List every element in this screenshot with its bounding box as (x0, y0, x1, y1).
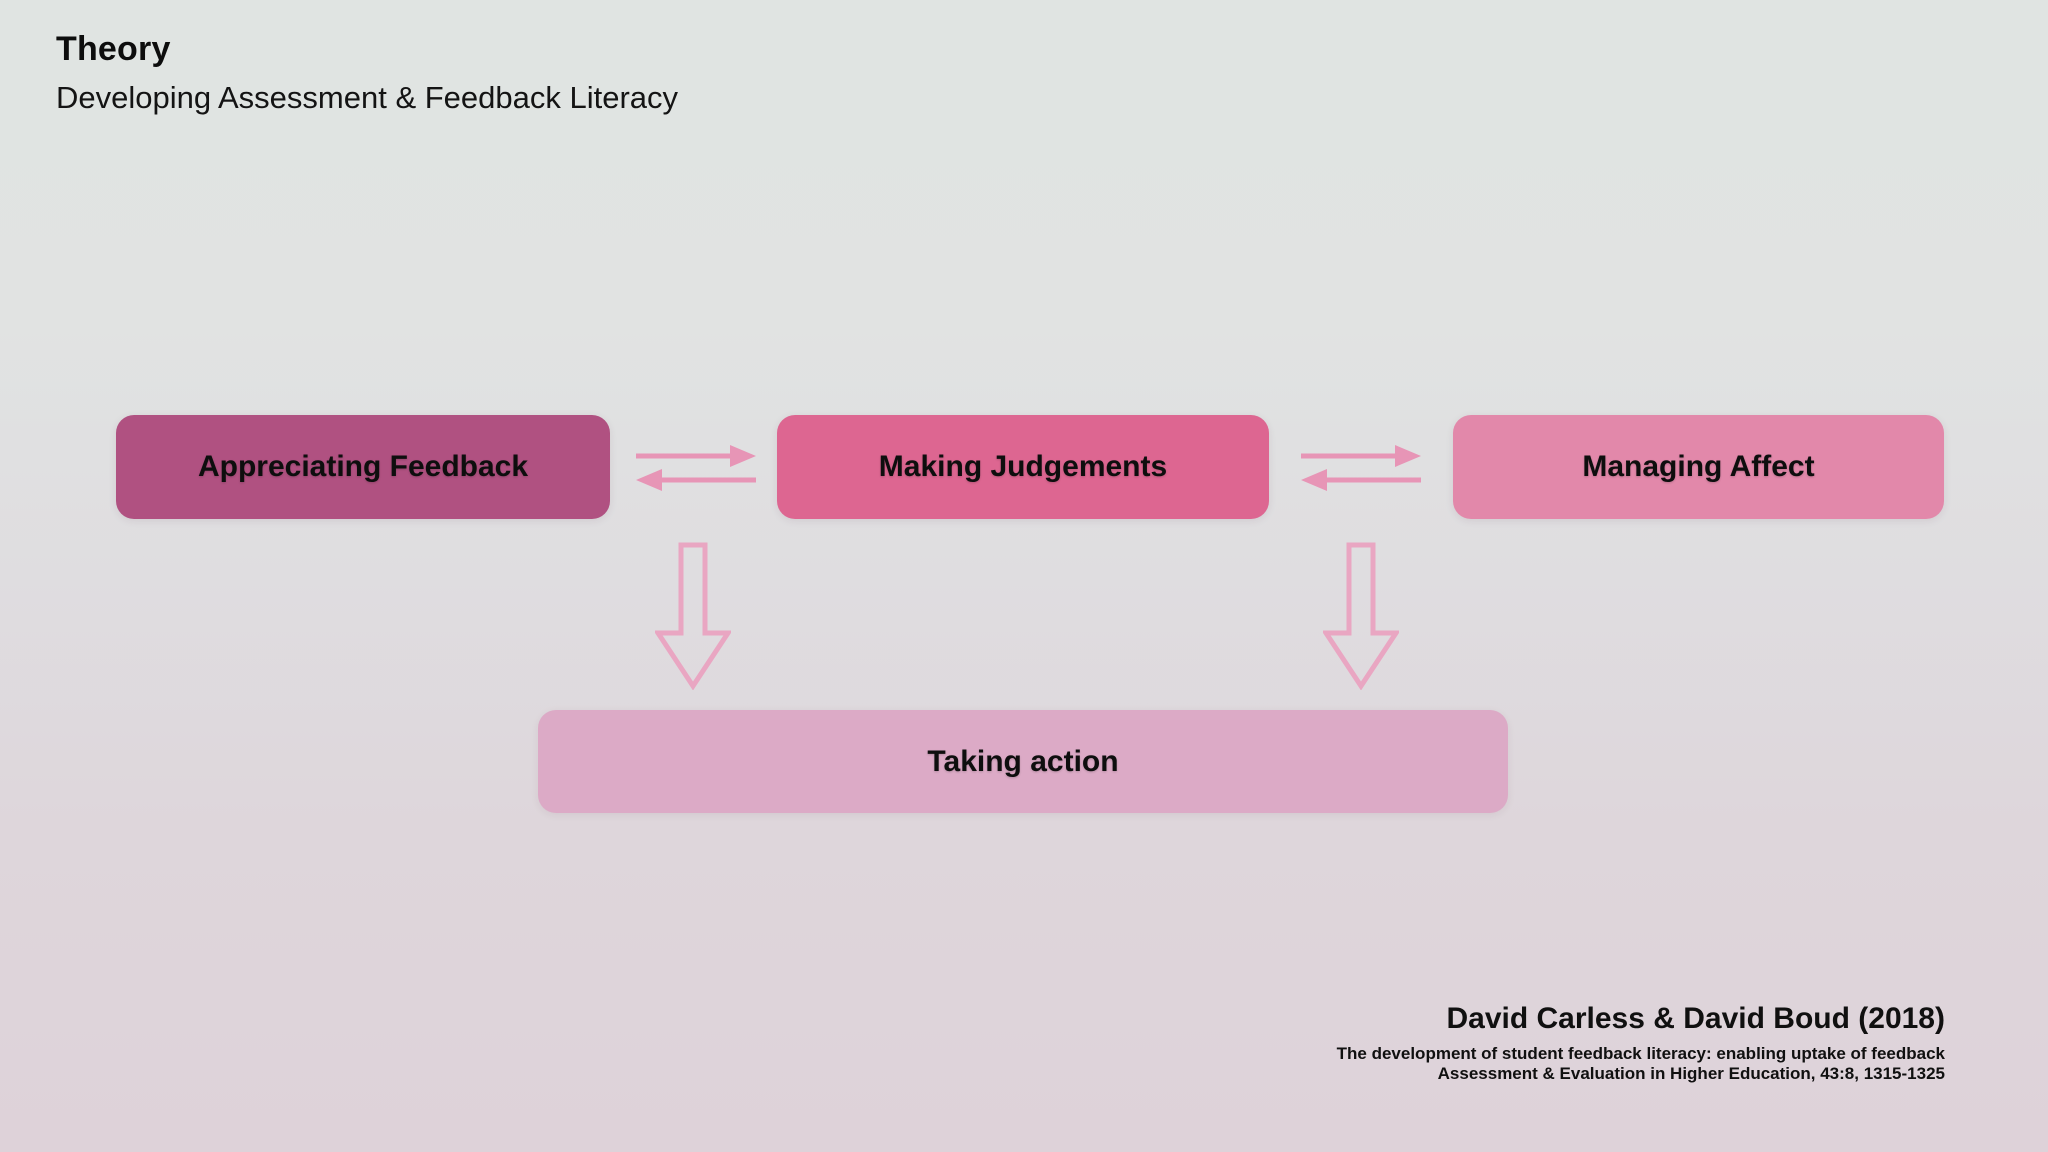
double-arrow-icon (1301, 445, 1421, 491)
node-making-judgements: Making Judgements (777, 415, 1269, 519)
node-managing-affect: Managing Affect (1453, 415, 1944, 519)
slide-kicker: Theory (56, 30, 171, 68)
node-taking-action: Taking action (538, 710, 1508, 813)
slide-title: Developing Assessment & Feedback Literac… (56, 80, 679, 115)
citation-reference-line1: The development of student feedback lite… (1336, 1044, 1945, 1063)
citation: David Carless & David Boud (2018) The de… (1337, 1002, 1945, 1085)
citation-authors: David Carless & David Boud (2018) (1446, 1002, 1945, 1035)
double-arrow-icon (636, 445, 756, 491)
down-arrow-icon (1323, 542, 1399, 690)
citation-reference-line2: Assessment & Evaluation in Higher Educat… (1437, 1064, 1945, 1084)
down-arrow-icon (655, 542, 731, 690)
node-appreciating-feedback: Appreciating Feedback (116, 415, 610, 519)
